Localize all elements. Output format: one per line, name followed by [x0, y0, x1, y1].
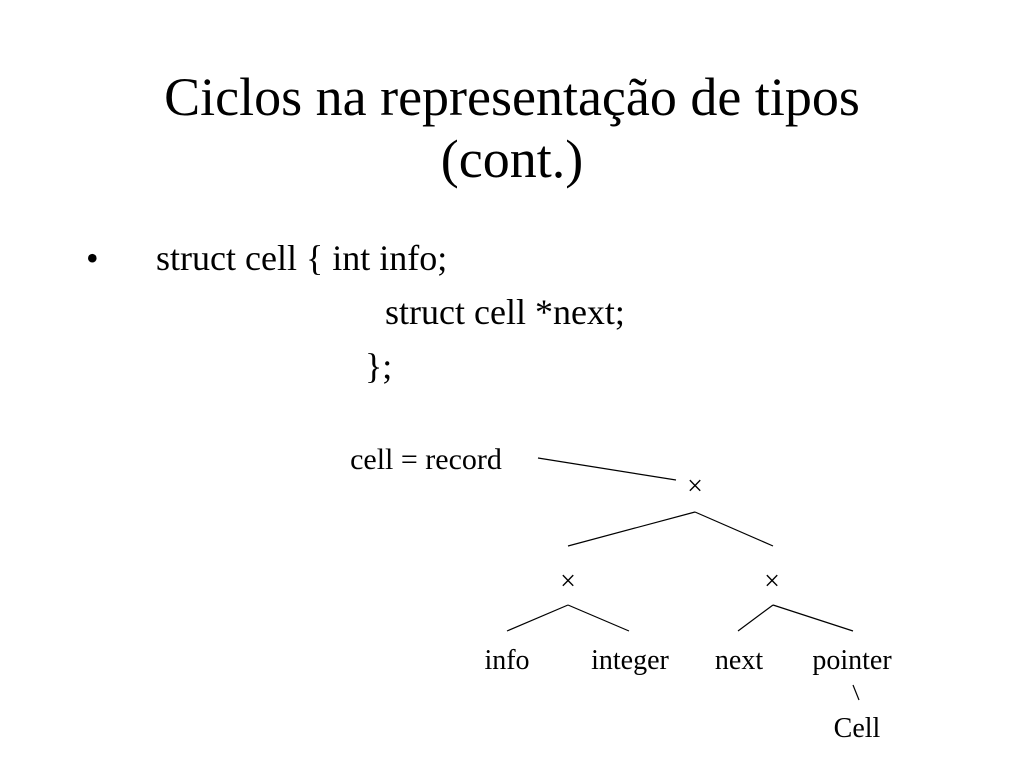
leaf-integer: integer: [591, 645, 669, 676]
edge-root-to-right: [694, 511, 774, 547]
slide-title: Ciclos na representação de tipos (cont.): [0, 66, 1024, 190]
root-record-label: cell = record: [350, 443, 502, 476]
edge-pointer-to-cell: [852, 684, 860, 701]
leaf-next: next: [715, 645, 763, 676]
edge-root-to-left: [567, 511, 696, 547]
edge-left-to-info: [506, 604, 569, 632]
pointer-target-cell: Cell: [834, 713, 881, 744]
right-product-node: ×: [764, 566, 780, 597]
edge-right-to-next: [737, 604, 774, 632]
leaf-pointer: pointer: [812, 645, 892, 676]
bullet-marker: •: [86, 238, 99, 278]
edge-label-to-root: [537, 457, 677, 481]
edge-left-to-integer: [567, 604, 630, 632]
slide-title-line1: Ciclos na representação de tipos: [164, 67, 860, 127]
leaf-info: info: [484, 645, 529, 676]
left-product-node: ×: [560, 566, 576, 597]
slide-title-line2: (cont.): [440, 129, 584, 189]
edge-right-to-pointer: [772, 604, 854, 632]
root-product-node: ×: [687, 471, 703, 502]
code-line-3: };: [365, 346, 393, 386]
code-line-1: struct cell { int info;: [156, 238, 448, 278]
code-line-2: struct cell *next;: [385, 292, 625, 332]
